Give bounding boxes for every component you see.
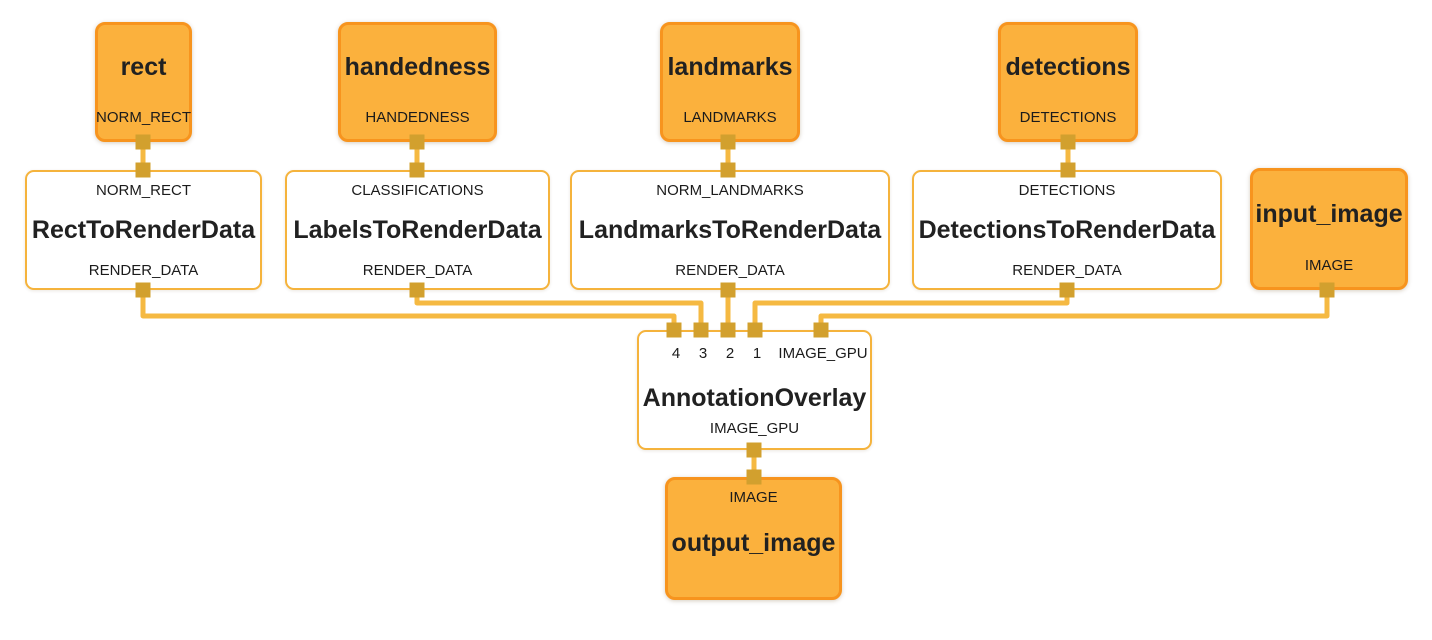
- node-labels-to-render-data-title: LabelsToRenderData: [293, 215, 542, 244]
- node-handedness-output-port: HANDEDNESS: [365, 109, 470, 126]
- node-input-image[interactable]: input_image IMAGE: [1250, 168, 1408, 290]
- edge-rectrender-to-overlay-port4: [140, 290, 677, 331]
- node-rect-title: rect: [120, 52, 167, 81]
- node-detections-to-render-data-title: DetectionsToRenderData: [918, 215, 1216, 244]
- edge-detectionsrender-to-overlay-port1: [752, 290, 1070, 331]
- node-rect-to-render-data-output-port: RENDER_DATA: [88, 262, 199, 279]
- annotation-overlay-output-port: IMAGE_GPU: [709, 420, 800, 437]
- node-detections-to-render-data-input-port: DETECTIONS: [1018, 182, 1116, 199]
- annotation-overlay-input-port-image-gpu: IMAGE_GPU: [778, 345, 868, 362]
- node-handedness-title: handedness: [344, 52, 491, 81]
- node-detections-title: detections: [1005, 52, 1131, 81]
- node-handedness[interactable]: handedness HANDEDNESS: [338, 22, 497, 142]
- node-labels-to-render-data-output-port: RENDER_DATA: [362, 262, 473, 279]
- node-output-image-input-port: IMAGE: [729, 489, 778, 506]
- node-labels-to-render-data[interactable]: CLASSIFICATIONS LabelsToRenderData RENDE…: [285, 170, 550, 290]
- node-detections[interactable]: detections DETECTIONS: [998, 22, 1138, 142]
- node-annotation-overlay-title: AnnotationOverlay: [642, 384, 867, 412]
- node-landmarks-to-render-data-input-port: NORM_LANDMARKS: [656, 182, 804, 199]
- node-rect-output-port: NORM_RECT: [96, 109, 192, 126]
- edge-labelsrender-to-overlay-port3: [414, 290, 704, 331]
- node-detections-to-render-data[interactable]: DETECTIONS DetectionsToRenderData RENDER…: [912, 170, 1222, 290]
- node-detections-output-port: DETECTIONS: [1019, 109, 1117, 126]
- node-landmarks-to-render-data-title: LandmarksToRenderData: [578, 215, 882, 244]
- node-rect-to-render-data-input-port: NORM_RECT: [95, 182, 191, 199]
- node-landmarks-to-render-data-output-port: RENDER_DATA: [675, 262, 785, 279]
- node-output-image-title: output_image: [671, 529, 836, 558]
- node-detections-to-render-data-output-port: RENDER_DATA: [1012, 262, 1122, 279]
- annotation-overlay-input-port-1: 1: [752, 345, 762, 362]
- annotation-overlay-input-port-2: 2: [725, 345, 735, 362]
- node-input-image-title: input_image: [1255, 199, 1403, 228]
- node-landmarks-title: landmarks: [667, 52, 793, 81]
- node-output-image[interactable]: IMAGE output_image: [665, 477, 842, 600]
- node-rect[interactable]: rect NORM_RECT: [95, 22, 192, 142]
- node-rect-to-render-data[interactable]: NORM_RECT RectToRenderData RENDER_DATA: [25, 170, 262, 290]
- node-landmarks-output-port: LANDMARKS: [683, 109, 777, 126]
- annotation-overlay-input-port-4: 4: [671, 345, 681, 362]
- edge-inputimage-to-overlay-imagegpu: [818, 290, 1330, 331]
- node-landmarks[interactable]: landmarks LANDMARKS: [660, 22, 800, 142]
- node-input-image-output-port: IMAGE: [1304, 257, 1354, 274]
- node-labels-to-render-data-input-port: CLASSIFICATIONS: [351, 182, 484, 199]
- annotation-overlay-input-port-3: 3: [698, 345, 708, 362]
- node-annotation-overlay[interactable]: 4 3 2 1 IMAGE_GPU AnnotationOverlay IMAG…: [637, 330, 872, 450]
- node-landmarks-to-render-data[interactable]: NORM_LANDMARKS LandmarksToRenderData REN…: [570, 170, 890, 290]
- node-rect-to-render-data-title: RectToRenderData: [31, 215, 256, 244]
